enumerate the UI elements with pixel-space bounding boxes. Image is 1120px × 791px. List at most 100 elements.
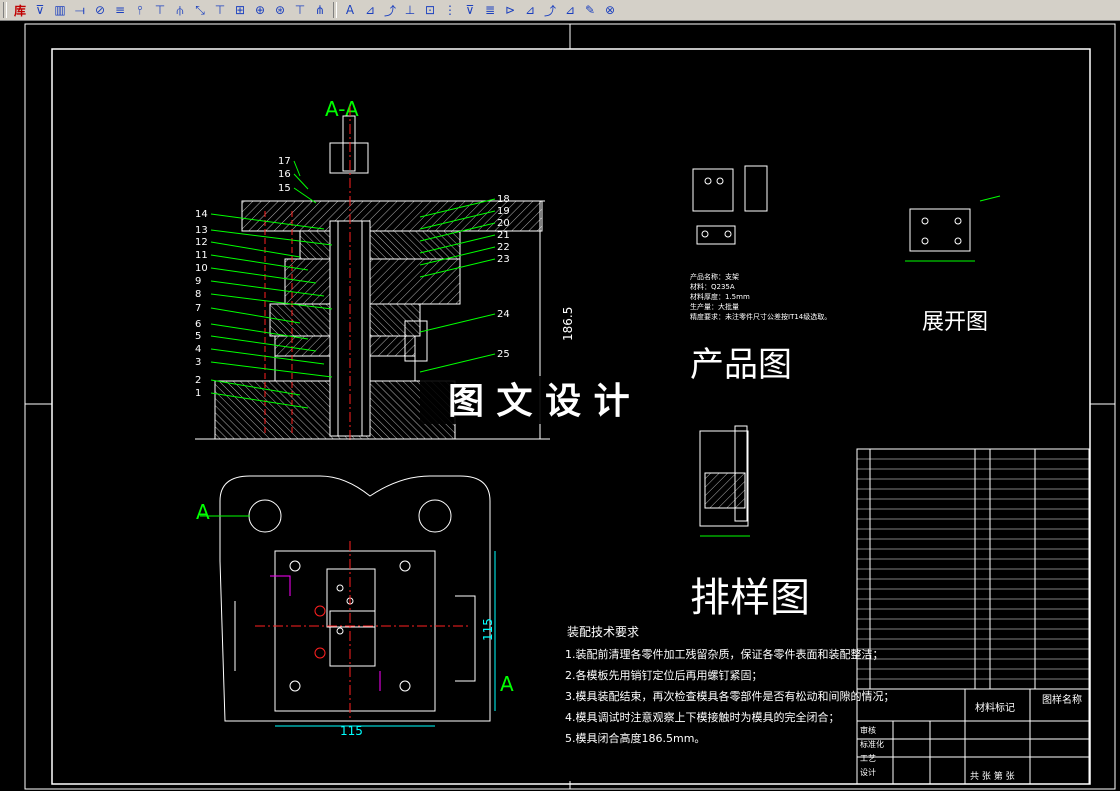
notes-title: 装配技术要求	[567, 625, 639, 639]
leader-line	[210, 267, 317, 284]
unfold-caption: 展开图	[922, 310, 988, 335]
title-block-row-label: 工艺	[860, 754, 876, 763]
toolbar-button[interactable]: ⟞	[75, 2, 85, 17]
toolbar-button[interactable]: ⊤	[214, 3, 226, 17]
material-mark: 材料标记	[975, 701, 1015, 714]
drawing-border	[24, 23, 1116, 790]
toolbar-button[interactable]: ⤴	[383, 3, 396, 18]
toolbar-button[interactable]: ⊳	[504, 3, 516, 17]
toolbar-button[interactable]: A	[345, 3, 355, 17]
leader-line	[293, 173, 309, 190]
part-number-label: 25	[497, 349, 510, 360]
toolbar-button[interactable]: ⋔	[314, 3, 326, 17]
part-number-label: 4	[195, 344, 201, 355]
leader-line	[210, 335, 317, 352]
leader-line	[293, 187, 317, 204]
sheet-count: 共 张 第 张	[970, 770, 1015, 782]
leader-line	[419, 258, 496, 278]
part-number-label: 6	[195, 319, 201, 330]
part-number-label: 5	[195, 331, 201, 342]
toolbar: 库 ⊽ ▥ ⟞ ⊘ ≡ ⫯ ⊤ ⫛ ⤡ ⊤ ⊞ ⊕ ⊛ ⊤ ⋔ A ⊿ ⤴ ⊥ ⊡ ⋮ ⊽ ≣ ⊳ ⊿ ⤴ ⊿ ✎ ⊗	[0, 0, 1120, 21]
leader-line	[210, 280, 325, 297]
toolbar-button[interactable]: ⊽	[465, 3, 475, 17]
note-item: 2.各模板先用销钉定位后再用螺钉紧固；	[565, 668, 763, 682]
toolbar-button[interactable]: ⊿	[564, 3, 576, 17]
toolbar-button[interactable]: ✎	[584, 3, 596, 17]
toolbar-button[interactable]: ⊡	[424, 3, 436, 17]
toolbar-button[interactable]: ⋮	[444, 3, 456, 17]
part-number-label: 9	[195, 276, 201, 287]
title-block-row-label: 设计	[860, 767, 876, 777]
toolbar-button[interactable]: ≣	[484, 3, 496, 17]
leader-line	[419, 313, 496, 333]
toolbar-button[interactable]: ⊕	[254, 3, 266, 17]
product-info-line: 产品名称：支架	[690, 272, 739, 281]
toolbar-button[interactable]: ⫛	[176, 2, 184, 17]
note-item: 3.模具装配结束，再次检查模具各零部件是否有松动和间隙的情况；	[565, 689, 895, 703]
leader-line	[210, 361, 333, 378]
toolbar-button[interactable]: ⫯	[137, 2, 143, 17]
height-dim-label: 186.5	[561, 307, 575, 341]
part-number-label: 7	[195, 303, 201, 314]
leader-line	[210, 241, 301, 258]
product-info-line: 材料厚度：1.5mm	[690, 292, 750, 301]
toolbar-button[interactable]: ⊛	[274, 3, 286, 17]
toolbar-button[interactable]: ⊘	[94, 3, 106, 17]
drawing-name-label: 图样名称	[1042, 693, 1082, 706]
product-info: 产品名称：支架材料：Q235A材料厚度：1.5mm生产量：大批量精度要求：未注零…	[690, 272, 831, 321]
part-number-label: 22	[497, 242, 510, 253]
leader-line	[419, 210, 496, 230]
plan-height-dim: 115	[481, 618, 495, 641]
leader-line	[293, 160, 301, 177]
toolbar-button[interactable]: ⊤	[294, 3, 306, 17]
note-item: 1.装配前清理各零件加工残留杂质，保证各零件表面和装配整洁；	[565, 647, 884, 661]
watermark-backdrop	[420, 376, 690, 424]
part-number-label: 3	[195, 357, 201, 368]
part-number-label: 10	[195, 263, 208, 274]
toolbar-button[interactable]: ⊥	[404, 3, 416, 17]
toolbar-button[interactable]: 库	[13, 3, 26, 18]
part-number-label: 2	[195, 375, 201, 386]
layout-caption: 排样图	[690, 575, 810, 621]
toolbar-separator	[3, 2, 7, 18]
toolbar-button[interactable]: ⊽	[35, 3, 45, 17]
leader-line	[210, 254, 309, 271]
part-number-label: 8	[195, 289, 201, 300]
toolbar-button[interactable]: ≡	[114, 3, 126, 17]
leader-line	[419, 222, 496, 242]
note-item: 4.模具调试时注意观察上下模接触时为模具的完全闭合；	[565, 710, 840, 724]
leader-line	[210, 307, 301, 324]
watermark: 图 文 设 计	[448, 381, 630, 422]
part-number-label: 23	[497, 254, 510, 265]
note-item: 5.模具闭合高度186.5mm。	[565, 731, 705, 745]
part-number-label: 21	[497, 230, 510, 241]
leader-line	[210, 392, 309, 409]
toolbar-button[interactable]: ⤡	[195, 2, 205, 17]
part-number-label: 18	[497, 194, 510, 205]
toolbar-button[interactable]: ⤴	[543, 3, 556, 18]
toolbar-button[interactable]: ▥	[54, 3, 66, 17]
bom-rows	[857, 458, 1089, 690]
leader-line	[419, 246, 496, 266]
product-views	[692, 165, 1001, 537]
product-caption: 产品图	[690, 345, 792, 385]
toolbar-button[interactable]: ⊗	[604, 3, 616, 17]
toolbar-button[interactable]: ⊿	[524, 3, 536, 17]
title-block-row-label: 标准化	[860, 739, 884, 749]
toolbar-button[interactable]: ⊞	[234, 3, 246, 17]
title-block-row-label: 审核	[860, 725, 876, 735]
leader-line	[210, 293, 333, 310]
toolbar-button[interactable]: ⊿	[364, 3, 376, 17]
part-number-label: 12	[195, 237, 208, 248]
leader-line	[419, 198, 496, 218]
leader-line	[210, 323, 309, 340]
leader-line	[419, 234, 496, 254]
toolbar-button[interactable]: ⊤	[154, 3, 166, 17]
assembly-notes: 装配技术要求 1.装配前清理各零件加工残留杂质，保证各零件表面和装配整洁； 2.各…	[565, 625, 895, 745]
part-number-label: 17	[278, 156, 291, 167]
part-number-label: 11	[195, 250, 208, 261]
